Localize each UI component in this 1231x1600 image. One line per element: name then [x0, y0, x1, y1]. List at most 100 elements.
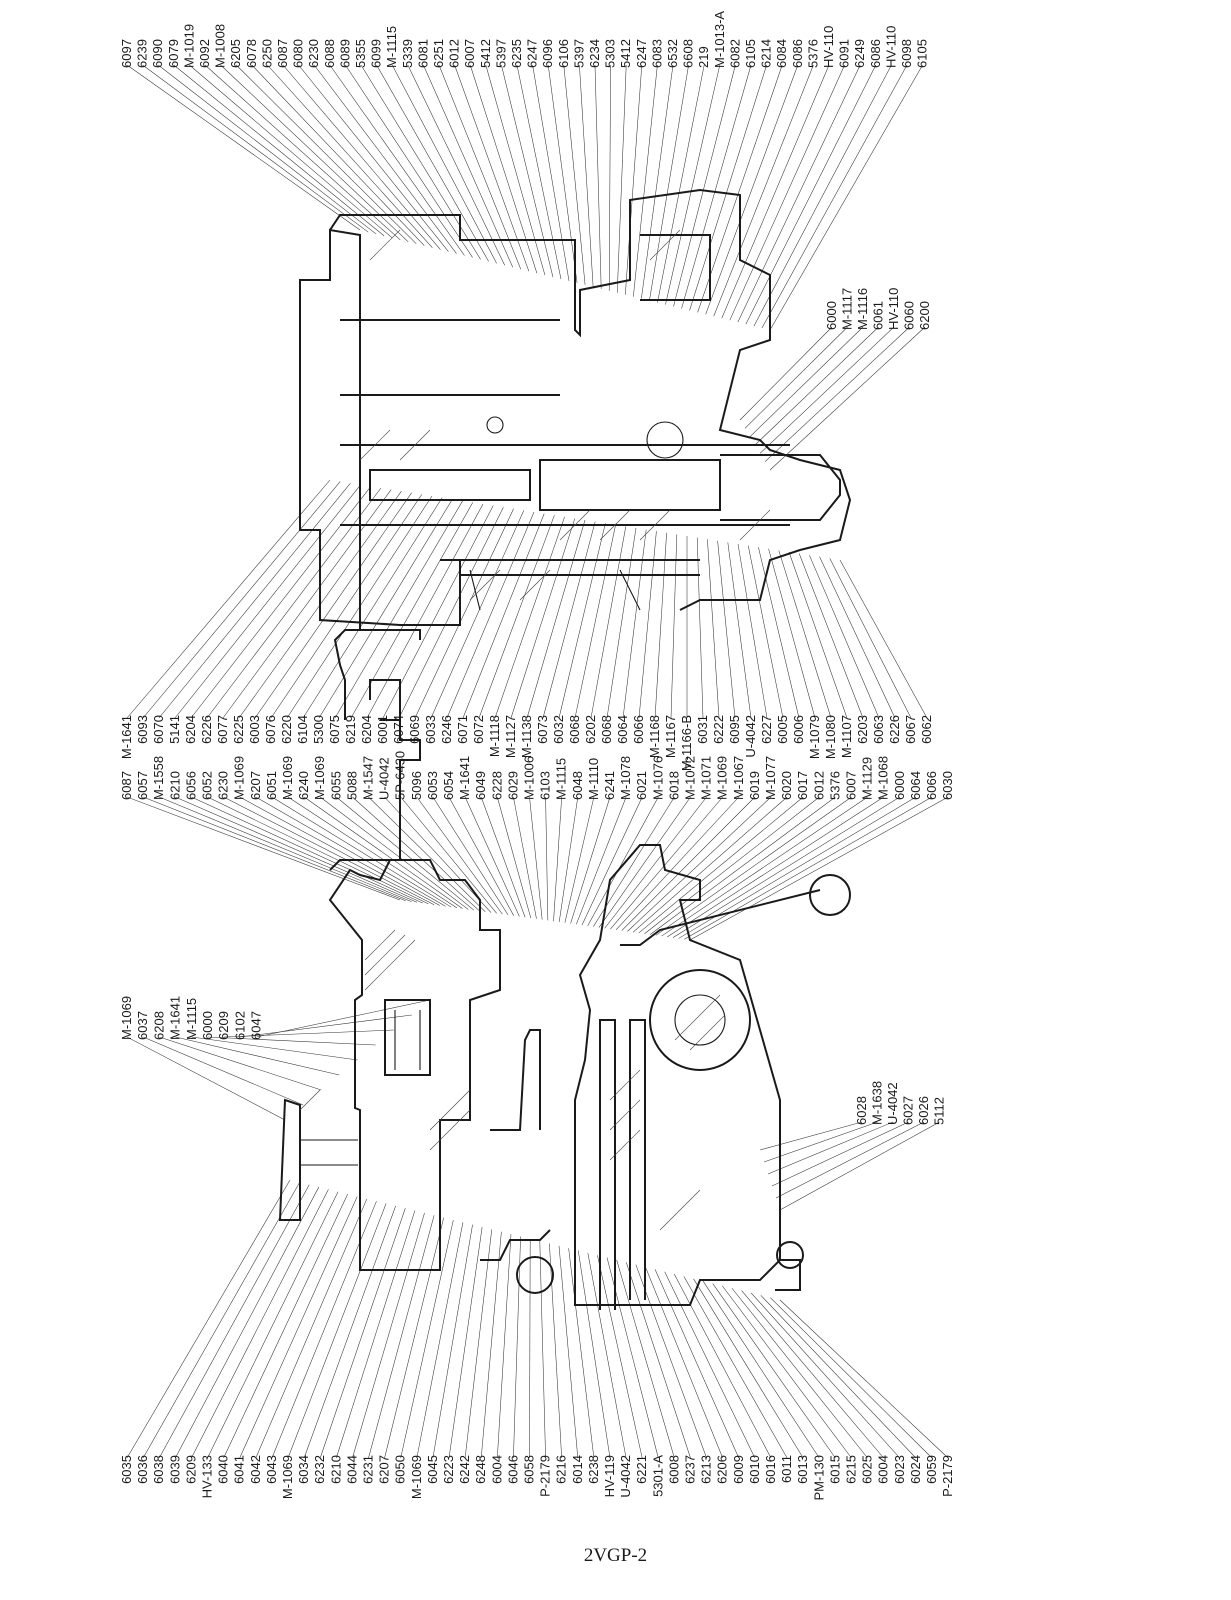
leader-line	[416, 1222, 464, 1459]
leader-line	[191, 1036, 358, 1061]
part-label: 6049	[473, 771, 488, 800]
part-label: 6023	[892, 1455, 907, 1484]
leader-line	[713, 64, 814, 317]
part-label: M-1077	[763, 756, 778, 800]
leader-line	[731, 1288, 868, 1459]
leader-line	[767, 1121, 894, 1175]
leader-line	[448, 1227, 483, 1459]
leader-line	[159, 1036, 322, 1091]
part-label: 6064	[908, 771, 923, 800]
part-label: 6046	[505, 1455, 520, 1484]
part-label: 5096	[409, 771, 424, 800]
leader-line	[207, 1191, 339, 1459]
part-label: 6082	[727, 39, 742, 68]
part-label: 6058	[522, 1455, 537, 1484]
leader-line	[142, 64, 369, 233]
leader-line	[778, 550, 832, 719]
leader-line	[558, 796, 579, 923]
part-label: 6063	[871, 715, 886, 744]
leader-line	[672, 796, 900, 938]
part-label: 6096	[540, 39, 555, 68]
part-label: 6222	[711, 715, 726, 744]
part-label: 6020	[779, 771, 794, 800]
leader-line	[175, 796, 418, 903]
leader-line	[303, 1205, 396, 1459]
part-label: 6219	[343, 715, 358, 744]
leader-line	[336, 1210, 416, 1459]
part-label: 6039	[167, 1455, 182, 1484]
right-assembly-drawing	[299, 188, 852, 630]
part-label: 6048	[570, 771, 585, 800]
part-label: 6103	[538, 771, 553, 800]
leader-line	[454, 64, 530, 272]
leader-line	[223, 1194, 348, 1459]
leader-line	[400, 1219, 454, 1459]
leader-line	[770, 1297, 933, 1459]
leader-line	[516, 64, 562, 280]
part-label: M-1069	[119, 996, 134, 1040]
leader-line	[587, 796, 659, 927]
part-label: 6060	[902, 301, 917, 330]
leader-line	[384, 1217, 444, 1459]
part-label: 6098	[899, 39, 914, 68]
part-label: 6005	[775, 715, 790, 744]
leader-line	[298, 64, 449, 252]
leader-line	[633, 64, 658, 297]
part-label: 6226	[199, 715, 214, 744]
leader-line	[697, 64, 783, 313]
leader-line	[207, 1036, 376, 1046]
part-label: 5339	[400, 39, 415, 68]
part-label: 5303	[603, 39, 618, 68]
part-label: 5088	[344, 771, 359, 800]
leader-line	[360, 64, 481, 260]
part-label: 6232	[312, 1455, 327, 1484]
part-label: 6088	[322, 39, 337, 68]
leader-line	[696, 537, 704, 719]
part-label: 6000	[824, 301, 839, 330]
part-label: M-1072	[683, 756, 698, 800]
part-label: 6204	[183, 715, 198, 744]
leader-line	[494, 516, 565, 719]
part-label: P-2179	[538, 1455, 553, 1497]
leader-line	[320, 796, 469, 910]
part-label: 6200	[917, 301, 932, 330]
leader-line	[255, 1198, 368, 1459]
part-label: 6239	[135, 39, 150, 68]
leader-line	[739, 326, 833, 421]
part-label: 6033	[423, 715, 438, 744]
leader-line	[126, 1036, 286, 1121]
leader-line	[391, 64, 497, 264]
leader-line	[598, 796, 691, 928]
part-label: 6105	[915, 39, 930, 68]
leader-line	[681, 64, 752, 309]
part-label: M-1129	[860, 757, 875, 800]
part-label: 6209	[216, 1011, 231, 1040]
part-label: U-4042	[885, 1082, 900, 1125]
part-label: 6227	[759, 715, 774, 744]
part-label: M-1641	[168, 996, 183, 1040]
leader-line	[480, 1231, 502, 1459]
leader-line	[423, 64, 513, 268]
part-label: M-1078	[618, 756, 633, 800]
leader-line	[204, 64, 401, 241]
leader-line	[430, 510, 525, 719]
leader-line	[625, 64, 643, 295]
part-label: M-1107	[839, 715, 854, 758]
part-label: 6062	[919, 715, 934, 744]
part-label: 6004	[876, 1455, 891, 1484]
leader-line	[529, 796, 543, 920]
part-label: 6105	[743, 39, 758, 68]
leader-line	[760, 1295, 917, 1459]
leader-line	[382, 505, 494, 719]
leader-line	[707, 539, 720, 719]
leader-line	[568, 1248, 595, 1459]
leader-line	[764, 326, 910, 462]
leader-line	[539, 1241, 546, 1459]
part-label: 6044	[344, 1455, 359, 1484]
part-label: M-1115	[384, 26, 399, 68]
leader-line	[254, 492, 412, 719]
leader-line	[577, 1250, 611, 1459]
part-label: 6057	[135, 771, 150, 800]
leader-line	[632, 796, 788, 933]
leader-line	[542, 521, 596, 719]
